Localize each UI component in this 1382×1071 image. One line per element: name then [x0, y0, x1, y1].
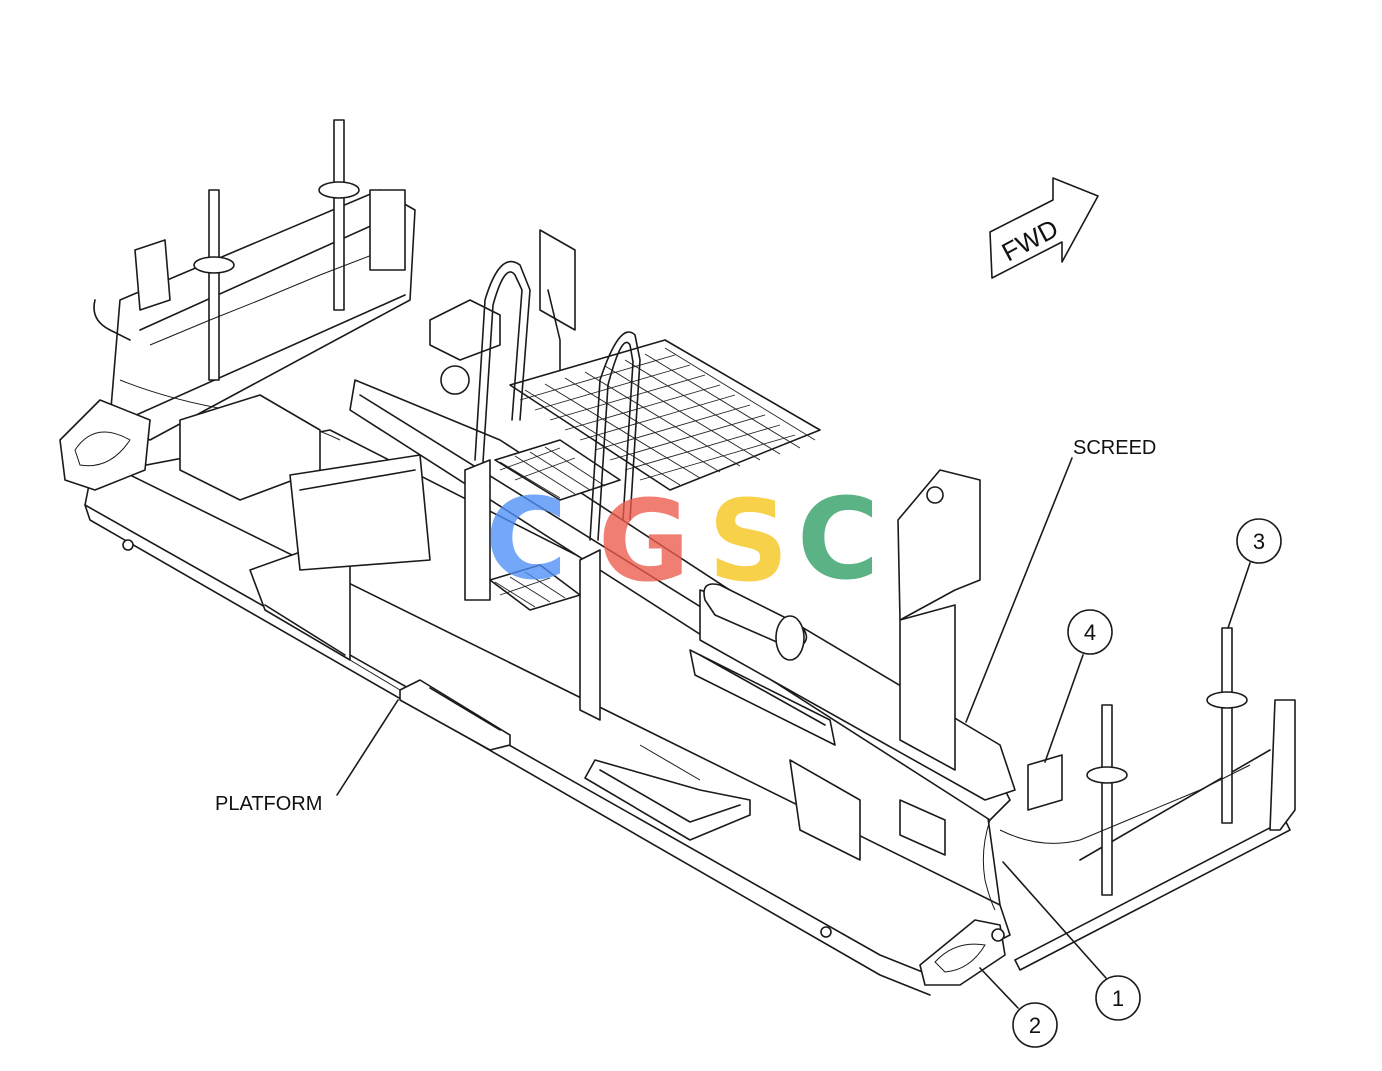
watermark-letter-2: G — [598, 477, 690, 607]
screed-label: SCREED — [1073, 437, 1156, 459]
callout-4-number: 4 — [1084, 620, 1096, 645]
callout-2: 2 — [979, 967, 1058, 1048]
callout-4: 4 — [1044, 609, 1113, 763]
platform-label-group: PLATFORM — [215, 699, 399, 815]
watermark-letter-1: C — [485, 475, 567, 605]
forward-arrow: FWD — [989, 177, 1099, 279]
platform-label: PLATFORM — [215, 793, 322, 815]
watermark-letter-3: S — [708, 477, 789, 607]
screed-label-group: SCREED — [965, 437, 1156, 723]
callout-3: 3 — [1227, 518, 1282, 629]
callout-3-number: 3 — [1253, 529, 1265, 554]
grated-walkway — [474, 260, 821, 611]
screed-assembly — [349, 229, 1016, 861]
platform-body — [84, 429, 1011, 996]
left-screed-extension — [59, 119, 431, 571]
watermark-letter-4: C — [797, 475, 879, 605]
callout-2-number: 2 — [1029, 1013, 1041, 1038]
callout-1-number: 1 — [1112, 986, 1124, 1011]
watermark-logo: C G S C — [485, 475, 879, 607]
callout-1: 1 — [1002, 861, 1141, 1021]
right-screed-extension — [919, 627, 1296, 986]
